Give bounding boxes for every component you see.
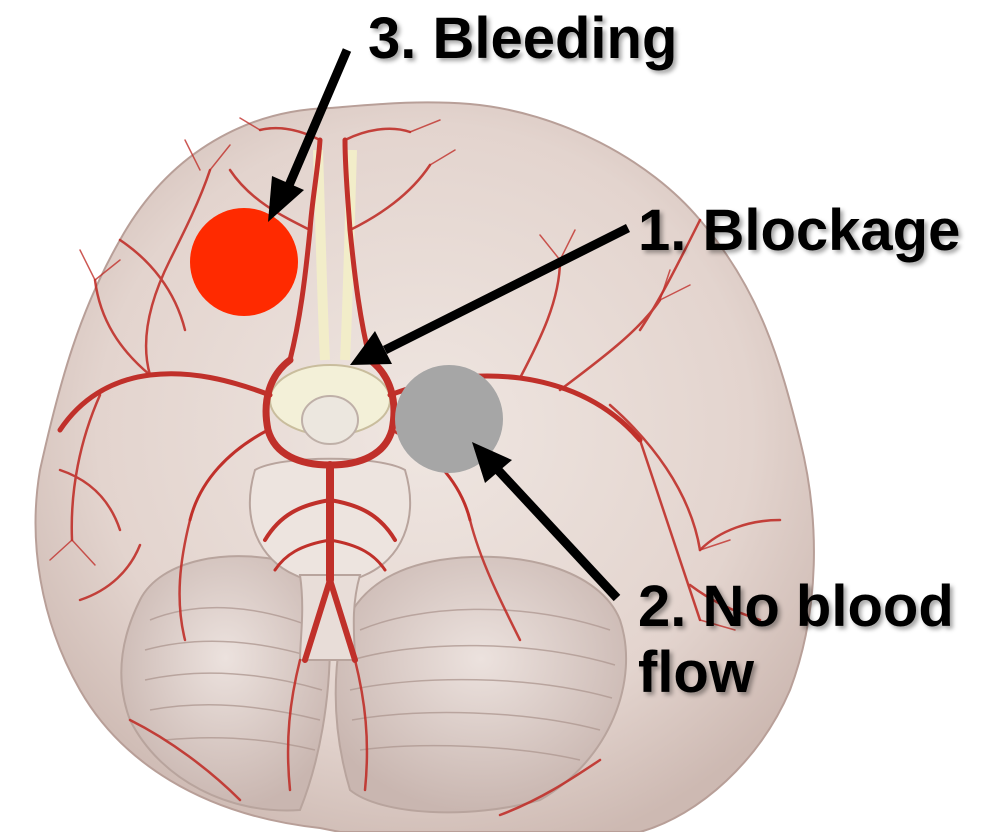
bleeding-marker bbox=[190, 208, 298, 316]
label-no-blood-flow-line2: flow bbox=[638, 640, 954, 706]
label-no-blood-flow: 2. No blood flow bbox=[638, 574, 954, 706]
cerebellum bbox=[121, 556, 626, 812]
label-no-blood-flow-line1: 2. No blood bbox=[638, 574, 954, 640]
label-bleeding: 3. Bleeding bbox=[368, 6, 677, 72]
label-blockage: 1. Blockage bbox=[638, 198, 960, 264]
